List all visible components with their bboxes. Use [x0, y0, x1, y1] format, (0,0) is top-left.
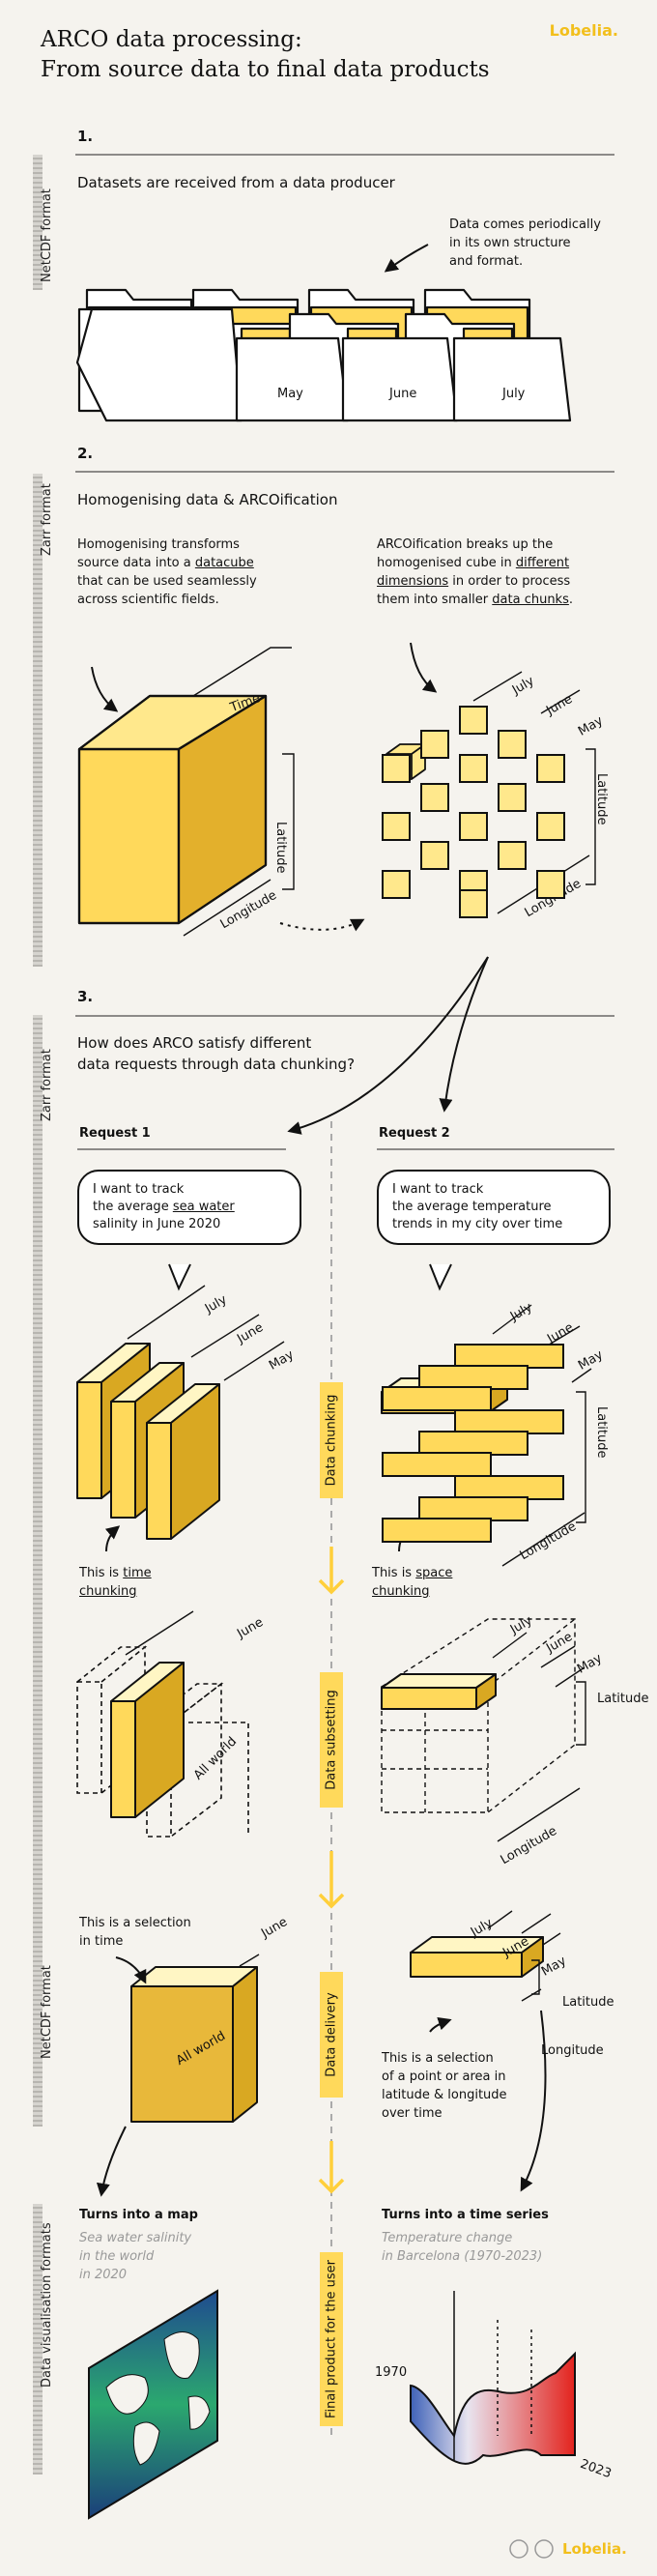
- subset2-latitude: Latitude: [597, 1692, 649, 1706]
- folders: [75, 288, 572, 422]
- arrow-to-cube: [91, 666, 119, 712]
- side-label-2: Zarr format: [40, 483, 54, 556]
- step2-right-text: ARCOification breaks up the homogenised …: [377, 537, 574, 607]
- space-chunking-note: This is space chunking: [372, 1566, 453, 1599]
- arrow-to-chunks: [410, 642, 438, 693]
- request1-bubble: I want to track the average sea water sa…: [77, 1170, 301, 1245]
- time-chunks: [76, 1343, 220, 1540]
- space-chunk-blocks: [382, 1344, 575, 1547]
- folder-may-label: May: [277, 387, 303, 401]
- world-map: [88, 2289, 218, 2520]
- request2-label: Request 2: [379, 1126, 450, 1141]
- chevron-2: [318, 1893, 345, 1909]
- cube-latitude-label: Latitude: [273, 822, 288, 874]
- arrow-to-ts: [520, 2010, 547, 2192]
- bar-data-subsetting: Data subsetting: [320, 1672, 343, 1808]
- side-bar-2: [33, 474, 43, 967]
- bar-data-delivery: Data delivery: [320, 1972, 343, 2098]
- delivery-bar: [410, 1936, 544, 1978]
- request2-bubble: I want to track the average temperature …: [377, 1170, 611, 1245]
- space-chunk-latitude: Latitude: [594, 1406, 609, 1459]
- side-bar-1: [33, 155, 43, 290]
- side-label-4: NetCDF format: [40, 1965, 54, 2059]
- chunk-grid-blocks: [382, 706, 575, 918]
- step1-heading: Datasets are received from a data produc…: [77, 174, 395, 191]
- subset2-dims: [492, 1632, 586, 1842]
- folder-june-label: June: [389, 387, 417, 401]
- step1-number: 1.: [77, 128, 94, 145]
- side-bar-3: [33, 1015, 43, 1924]
- bubble2-tail: [429, 1263, 452, 1291]
- arrow-sel-time: [115, 1956, 147, 1984]
- arrow-sel-point: [429, 2016, 452, 2033]
- bubble1-tail: [168, 1263, 191, 1291]
- step2-number: 2.: [77, 445, 94, 462]
- time-chunking-note: This is time chunking: [79, 1566, 152, 1599]
- map-title: Turns into a map: [79, 2208, 198, 2222]
- bar-final-product: Final product for the user: [320, 2252, 343, 2426]
- arrow-time-note: [104, 1525, 121, 1552]
- step3-number: 3.: [77, 988, 94, 1005]
- request1-label: Request 1: [79, 1126, 151, 1141]
- time-chunk-dims: [127, 1285, 285, 1381]
- page-title: ARCO data processing: From source data t…: [41, 27, 490, 82]
- delivery-slab: [130, 1966, 258, 2123]
- datacube-dims: [183, 647, 295, 937]
- footer-logo: Lobelia.: [562, 2540, 627, 2558]
- side-label-3: Zarr format: [40, 1049, 54, 1121]
- arrow-to-map: [96, 2126, 127, 2197]
- subset2-bar: [381, 1673, 497, 1710]
- by-icon: [534, 2539, 554, 2559]
- datacube: [77, 694, 268, 925]
- side-label-1: NetCDF format: [40, 188, 54, 282]
- chunk-latitude-label: Latitude: [594, 773, 609, 825]
- subset1-slab: [110, 1662, 185, 1818]
- ts-start-label: 1970: [375, 2365, 408, 2380]
- delivery-bar-dims: [487, 1910, 561, 2002]
- arrow-to-request1: [287, 956, 489, 1135]
- ts-title: Turns into a time series: [382, 2208, 549, 2222]
- side-bar-5: [33, 2204, 43, 2475]
- delivery-bar-latitude: Latitude: [562, 1995, 614, 2010]
- delivery-bar-longitude: Longitude: [541, 2043, 604, 2058]
- folder-front-row: [75, 307, 572, 422]
- arrow-to-request2: [439, 956, 489, 1113]
- step2-heading: Homogenising data & ARCOification: [77, 491, 338, 508]
- bar-data-chunking: Data chunking: [320, 1382, 343, 1498]
- side-label-5: Data visualisation formats: [40, 2222, 54, 2388]
- arrow-dotted-cube-to-chunks: [279, 918, 365, 932]
- logo: Lobelia.: [549, 21, 618, 40]
- step2-left-text: Homogenising transforms source data into…: [77, 537, 257, 607]
- subset1-dim: [125, 1610, 194, 1656]
- cc-icon: [509, 2539, 528, 2559]
- side-bar-4: [33, 1914, 43, 2127]
- arrow-data-note: [384, 244, 429, 273]
- folder-july-label: July: [502, 387, 526, 401]
- chevron-1: [318, 1578, 345, 1595]
- chevron-3: [318, 2178, 345, 2194]
- time-series: [410, 2291, 576, 2465]
- chevrons: [318, 1547, 345, 2194]
